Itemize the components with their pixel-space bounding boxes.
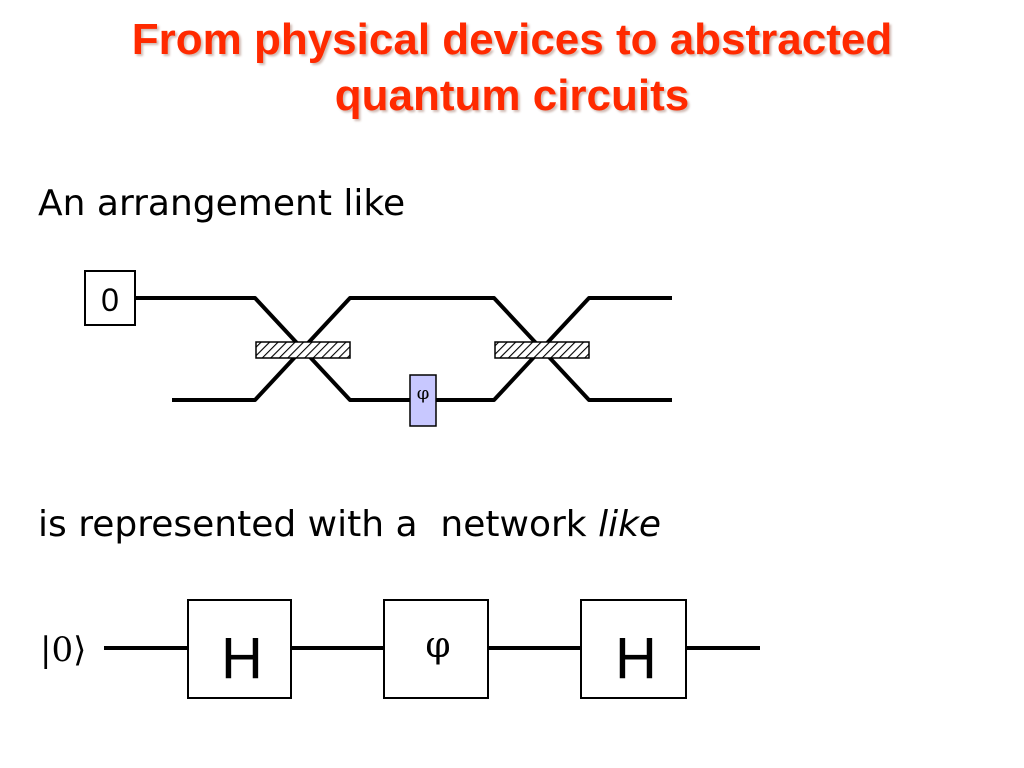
- beam-splitter-1: [255, 341, 351, 359]
- lower-input-path: [172, 296, 672, 402]
- hadamard-gate-1-label: H: [221, 626, 263, 691]
- intro-text: An arrangement like: [38, 183, 406, 224]
- phase-shifter: [409, 374, 437, 427]
- title-line-2: quantum circuits: [334, 71, 690, 120]
- phase-shifter-label: φ: [417, 383, 430, 404]
- phase-gate: [383, 599, 489, 699]
- input-ket: |0⟩: [40, 630, 87, 670]
- circuit-diagram: H φ H: [104, 599, 760, 699]
- title-line-1: From physical devices to abstracted: [131, 15, 893, 64]
- phase-gate-label: φ: [425, 625, 450, 666]
- represented-text: is represented with a network like: [38, 503, 661, 547]
- represented-prefix: is represented with a network: [38, 504, 599, 545]
- hadamard-gate-2: [580, 599, 687, 699]
- input-state-box: [84, 270, 136, 326]
- hadamard-gate-2-label: H: [615, 626, 657, 691]
- hadamard-gate-1: [187, 599, 292, 699]
- beam-splitter-2: [494, 341, 590, 359]
- input-state-label: 0: [101, 282, 119, 318]
- interferometer-diagram: 0 φ: [84, 270, 672, 427]
- slide-title: From physical devices to abstracted quan…: [0, 12, 1024, 124]
- represented-italic: like: [598, 504, 662, 545]
